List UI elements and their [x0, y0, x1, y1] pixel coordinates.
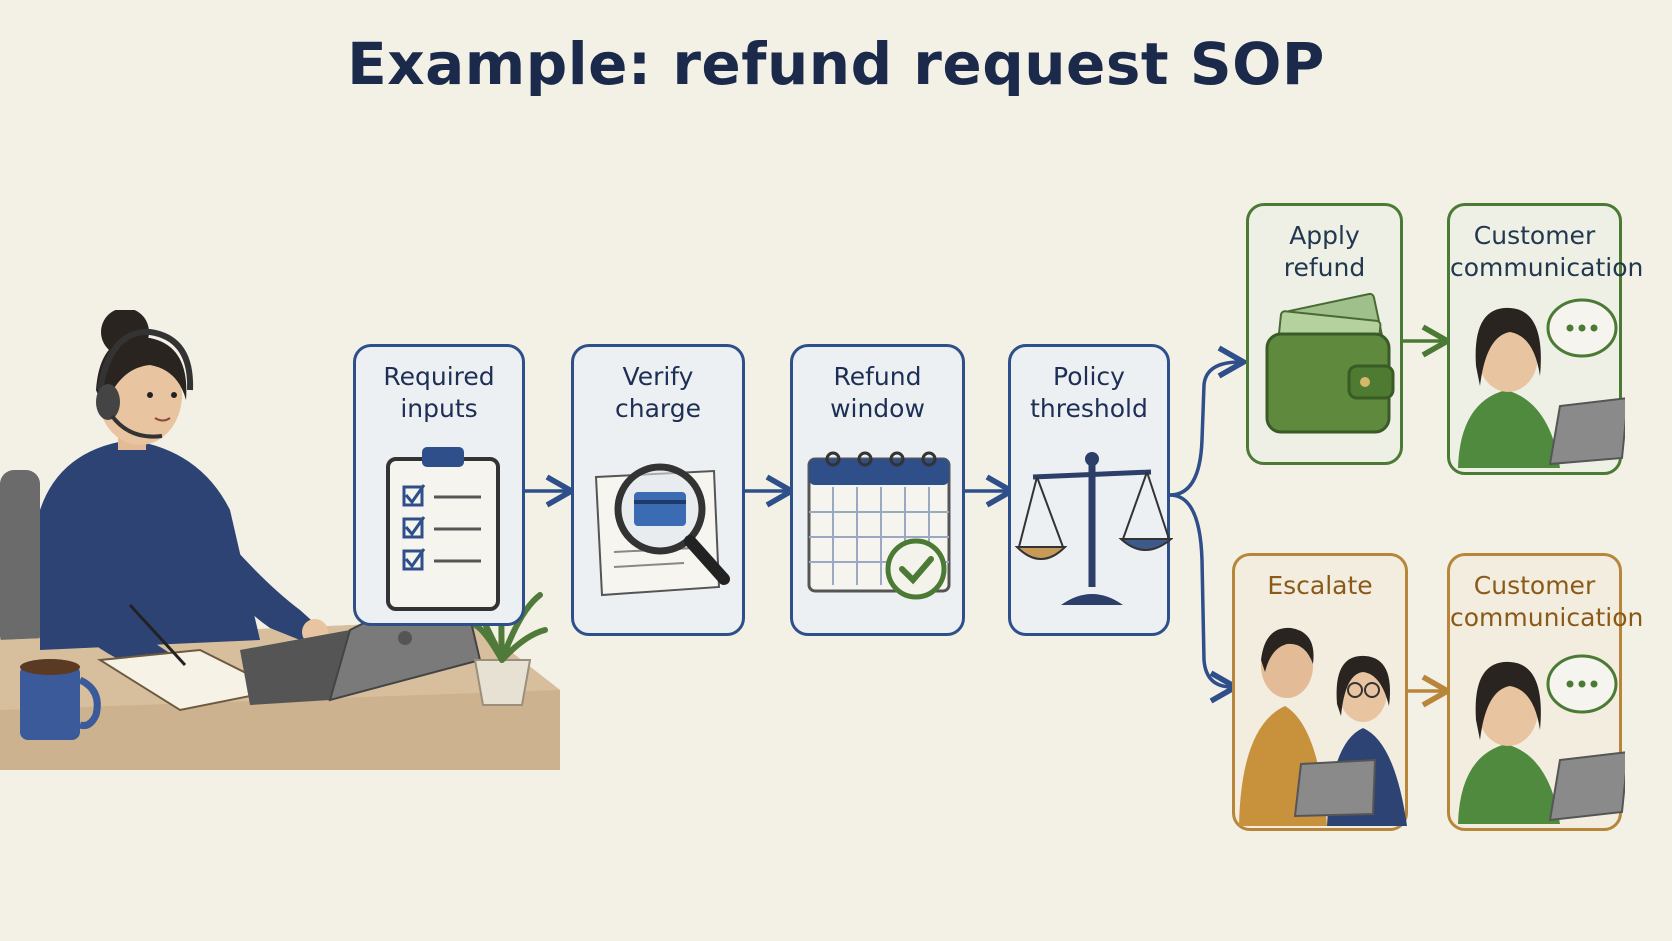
calendar-check-icon [807, 451, 951, 600]
balance-scale-icon [1014, 452, 1173, 605]
customer-chat-icon [1458, 654, 1625, 824]
step-label: Customer communication [1450, 221, 1644, 282]
support-agent-illustration [0, 310, 560, 770]
step-required-inputs: Required inputs [353, 344, 525, 626]
step-policy-threshold: Policy threshold [1008, 344, 1173, 636]
step-label: Refund window [830, 362, 925, 423]
step-label: Customer communication [1450, 571, 1644, 632]
step-escalate: Escalate [1232, 553, 1408, 831]
step-apply-refund: Apply refund [1246, 203, 1403, 465]
step-label: Apply refund [1283, 221, 1366, 282]
step-label: Required inputs [383, 362, 495, 423]
step-verify-charge: Verify charge [571, 344, 745, 636]
step-customer-communication-escalate: Customer communication [1447, 553, 1644, 831]
step-customer-communication-approve: Customer communication [1447, 203, 1644, 475]
arrow-policy-to-escalate [1169, 493, 1242, 704]
magnifier-card-icon [594, 463, 730, 597]
arrow-policy-to-apply [1169, 345, 1250, 497]
clipboard-checklist-icon [386, 447, 500, 611]
step-label: Policy threshold [1030, 362, 1148, 423]
wallet-icon [1265, 292, 1395, 434]
step-label: Escalate [1267, 571, 1373, 600]
two-people-meeting-icon [1239, 627, 1407, 826]
diagram-title: Example: refund request SOP [347, 30, 1325, 98]
step-label: Verify charge [615, 362, 701, 423]
customer-chat-icon [1458, 298, 1625, 468]
step-refund-window: Refund window [790, 344, 965, 636]
